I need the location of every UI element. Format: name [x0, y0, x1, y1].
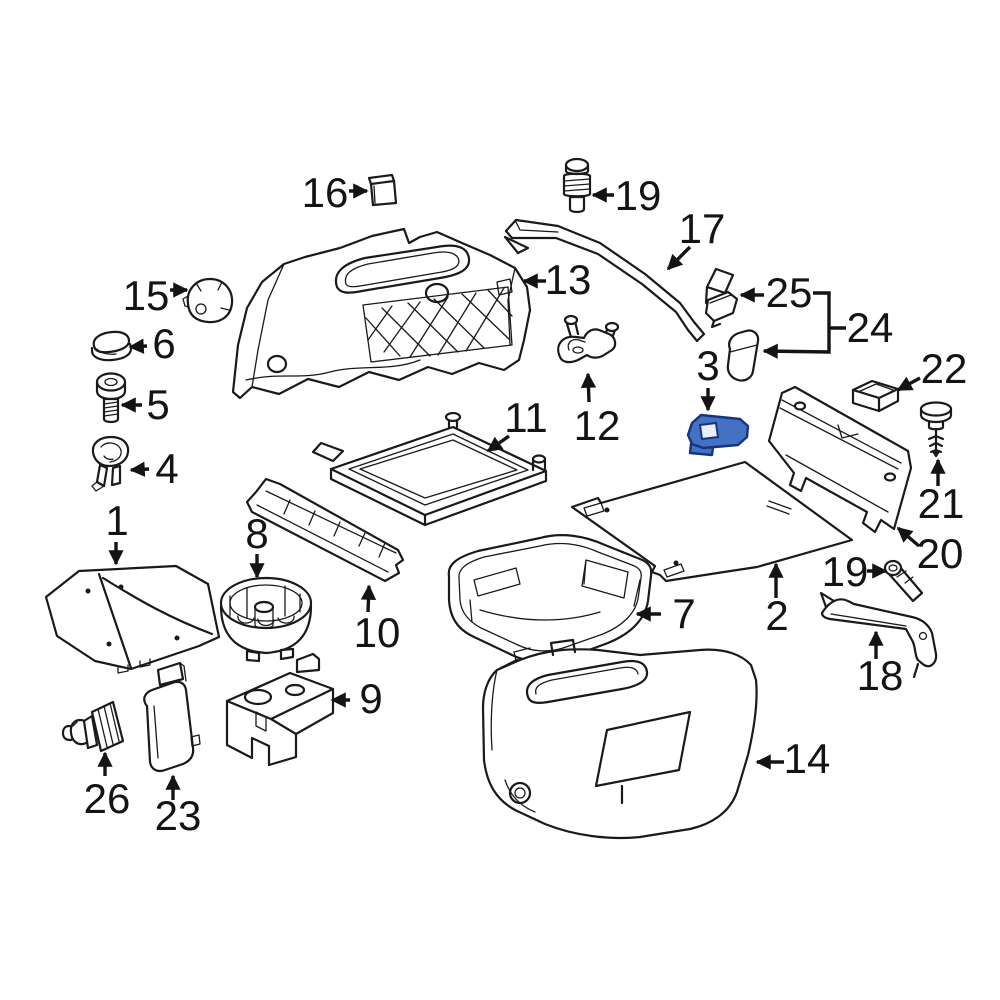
callout-label-3: 3	[696, 342, 719, 389]
callout-label-24: 24	[847, 304, 894, 351]
callout-label-5: 5	[146, 381, 169, 428]
callout-arrow-22	[896, 376, 921, 392]
part-3-selected-cover	[686, 413, 750, 457]
callout-label-19: 19	[615, 172, 662, 219]
callout-label-18: 18	[857, 652, 904, 699]
callout-arrow-17	[666, 245, 692, 271]
part-19-bolt-right	[883, 559, 924, 603]
callout-label-26: 26	[84, 775, 131, 822]
callout-label-1: 1	[105, 497, 128, 544]
callout-label-25: 25	[766, 269, 813, 316]
callout-label-2: 2	[765, 592, 788, 639]
callout-label-8: 8	[245, 510, 268, 557]
part-26-plug	[61, 700, 125, 753]
part-8-storage-cup	[219, 576, 313, 663]
part-25-bulb-socket	[704, 267, 739, 329]
callout-arrow-12	[580, 372, 597, 403]
callout-label-6: 6	[152, 320, 175, 367]
part-22-clip-bracket	[851, 379, 900, 413]
part-12-bracket	[557, 314, 620, 364]
callout-label-7: 7	[672, 590, 695, 637]
callout-arrow-24	[762, 291, 831, 359]
callout-label-11: 11	[504, 394, 548, 441]
part-1-trunk-floor-trim	[44, 564, 221, 674]
part-14-quarter-trim-panel	[481, 638, 758, 840]
callout-label-14: 14	[784, 735, 831, 782]
callout-arrow-10	[360, 584, 377, 613]
callout-arrow-11	[486, 434, 510, 453]
part-4-retainer-clip	[91, 435, 130, 492]
part-18-support-bracket	[819, 591, 938, 679]
callout-label-15: 15	[123, 272, 170, 319]
callout-label-9: 9	[359, 675, 382, 722]
callout-label-23: 23	[155, 792, 202, 839]
part-6-cap	[90, 330, 133, 362]
callout-label-19: 19	[822, 548, 869, 595]
part-19-bolt-top	[562, 157, 592, 214]
part-16-clip	[367, 173, 398, 207]
part-9-storage-box	[225, 652, 335, 767]
callout-label-12: 12	[574, 402, 621, 449]
part-23-pad	[143, 661, 201, 773]
callout-label-4: 4	[155, 445, 178, 492]
callout-arrow-6	[128, 338, 148, 354]
part-24-bulb	[726, 329, 760, 382]
part-15-grommet	[182, 277, 234, 324]
callout-label-10: 10	[354, 609, 401, 656]
part-2-trunk-floor-mat	[570, 460, 854, 583]
callout-label-16: 16	[302, 169, 349, 216]
callout-arrow-20	[896, 526, 921, 548]
part-13-trunk-side-trim-panel	[231, 227, 532, 400]
part-21-push-pin-rivet	[919, 401, 953, 458]
callout-label-21: 21	[918, 480, 965, 527]
callout-label-17: 17	[679, 205, 726, 252]
part-20-rear-sill-panel	[767, 385, 913, 534]
part-17-weatherstrip	[503, 218, 706, 343]
callout-label-20: 20	[917, 530, 964, 577]
callout-arrow-4	[129, 461, 150, 477]
part-5-screw	[95, 372, 127, 424]
part-10-sill-trim-rail	[245, 477, 405, 583]
part-7-storage-tray	[447, 534, 653, 672]
callout-label-22: 22	[921, 345, 968, 392]
callout-label-13: 13	[545, 256, 592, 303]
